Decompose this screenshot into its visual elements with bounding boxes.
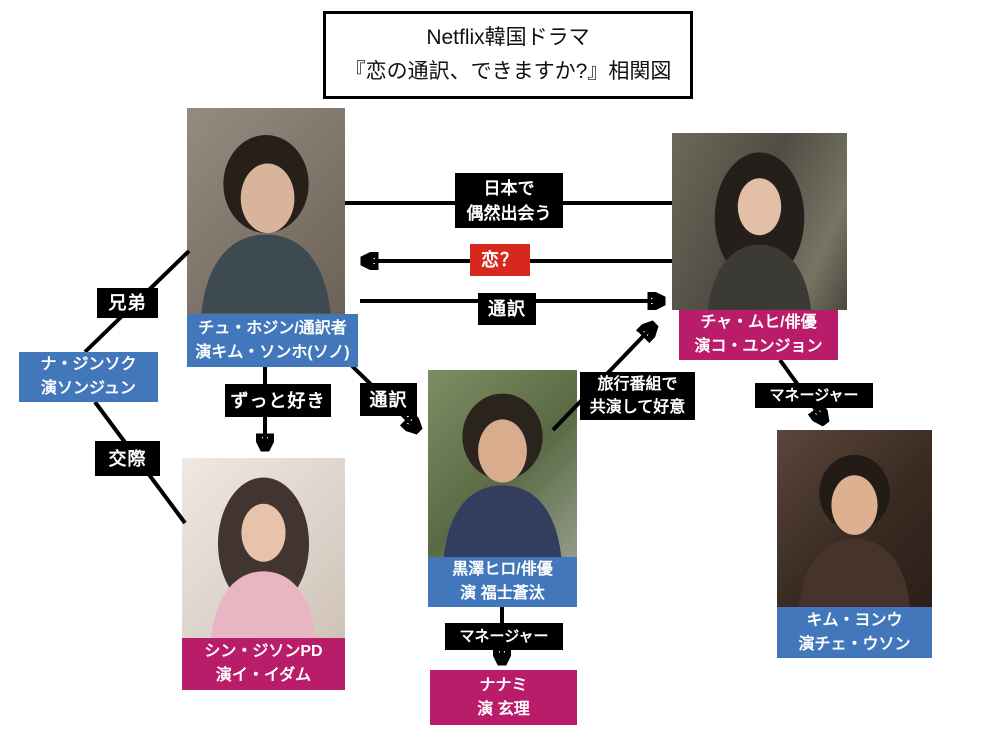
- photo-chu-hojin: [187, 108, 345, 314]
- relation-interpret-to-hiro: 通訳: [360, 383, 417, 416]
- character-actor: 演イ・イダム: [215, 667, 312, 684]
- label-kurosawa-hiro: 黒澤ヒロ/俳優 演 福士蒼汰: [428, 557, 577, 607]
- character-actor: 演ソンジュン: [41, 380, 136, 397]
- label-kim-yonwoo: キム・ヨンウ 演チェ・ウソン: [777, 607, 932, 658]
- relation-love: 恋？: [470, 244, 530, 276]
- chart-title: Netflix韓国ドラマ 『恋の通訳、できますか?』相関図: [323, 11, 693, 99]
- chart-title-line1: Netflix韓国ドラマ: [426, 26, 590, 49]
- chart-title-line2: 『恋の通訳、できますか?』相関図: [344, 60, 672, 83]
- person-silhouette-icon: [443, 393, 562, 557]
- character-actor: 演チェ・ウソン: [798, 635, 911, 653]
- relation-meet-japan: 日本で 偶然出会う: [455, 173, 563, 228]
- label-nanami: ナナミ 演 玄理: [430, 670, 577, 725]
- relation-text: 共演して好意: [589, 399, 686, 416]
- person-silhouette-icon: [798, 455, 911, 607]
- character-name: 黒澤ヒロ/俳優: [452, 561, 553, 578]
- character-name: チュ・ホジン/通訳者: [198, 319, 347, 337]
- character-name: ナナミ: [479, 676, 528, 694]
- person-silhouette-icon: [707, 152, 812, 310]
- photo-shin-jison: [182, 458, 345, 638]
- person-silhouette-icon: [211, 477, 316, 638]
- label-shin-jison: シン・ジソンPD 演イ・イダム: [182, 638, 345, 690]
- character-actor: 演 福士蒼汰: [460, 585, 545, 602]
- relation-brothers: 兄弟: [97, 288, 158, 318]
- relation-text: 旅行番組で: [597, 376, 678, 393]
- label-chu-hojin: チュ・ホジン/通訳者 演キム・ソンホ(ソノ): [187, 314, 358, 367]
- relation-manager-hiro: マネージャー: [445, 623, 563, 650]
- character-actor: 演コ・ユンジョン: [694, 338, 823, 355]
- relation-travel-show: 旅行番組で 共演して好意: [580, 372, 695, 420]
- relation-interpret-to-muhi: 通訳: [478, 293, 536, 325]
- relation-text: 日本で: [483, 178, 535, 198]
- photo-kurosawa-hiro: [428, 370, 577, 557]
- character-actor: 演キム・ソンホ(ソノ): [195, 343, 350, 361]
- relation-always-liked: ずっと好き: [225, 384, 331, 417]
- character-name: シン・ジソンPD: [204, 643, 323, 660]
- photo-cha-muhi: [672, 133, 847, 310]
- relation-manager-muhi: マネージャー: [755, 383, 873, 408]
- character-name: キム・ヨンウ: [806, 611, 903, 629]
- photo-kim-yonwoo: [777, 430, 932, 607]
- label-cha-muhi: チャ・ムヒ/俳優 演コ・ユンジョン: [679, 310, 838, 360]
- character-name: ナ・ジンソク: [40, 356, 137, 373]
- label-na-jinsok: ナ・ジンソク 演ソンジュン: [19, 352, 158, 402]
- relation-text: 偶然出会う: [466, 203, 552, 223]
- person-silhouette-icon: [201, 135, 331, 314]
- character-name: チャ・ムヒ/俳優: [700, 314, 817, 331]
- relation-dating: 交際: [95, 441, 160, 476]
- character-actor: 演 玄理: [477, 700, 530, 718]
